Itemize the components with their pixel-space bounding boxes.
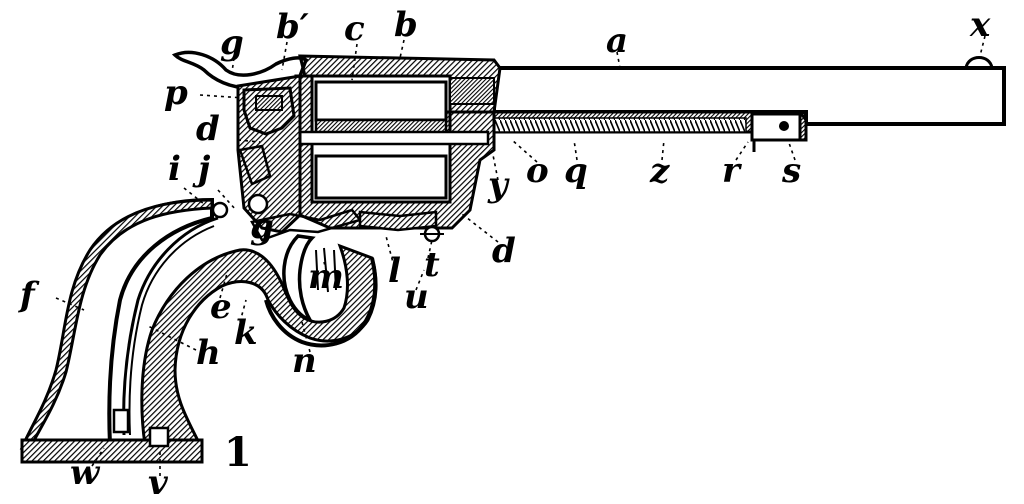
label-d-lower: d bbox=[492, 231, 516, 271]
label-n-trigger: n bbox=[292, 341, 317, 381]
cylinder-chamber-upper bbox=[314, 80, 448, 122]
hammer-spur bbox=[171, 50, 309, 90]
label-m-trigger-spring: m bbox=[308, 257, 344, 297]
part-labels: a b b′ c d d e f g g h i j k l m n o p q… bbox=[18, 5, 991, 503]
label-t: t bbox=[424, 245, 440, 285]
spring-screw bbox=[112, 408, 130, 434]
trigger bbox=[282, 234, 316, 324]
leader-lines bbox=[55, 35, 986, 476]
label-h-mainspring: h bbox=[196, 333, 221, 373]
label-g-upper: g bbox=[220, 23, 244, 63]
label-y: y bbox=[487, 165, 510, 205]
label-g-lower: g bbox=[250, 207, 274, 247]
label-i: i bbox=[168, 149, 181, 189]
label-c-cylinder: c bbox=[344, 9, 365, 49]
butt-screw bbox=[148, 426, 170, 448]
label-w: w bbox=[70, 453, 101, 493]
label-b-prime-hammer-nose: b′ bbox=[276, 7, 309, 47]
label-l: l bbox=[388, 251, 401, 291]
trigger-guard bbox=[264, 257, 378, 348]
label-a-barrel: a bbox=[606, 21, 628, 61]
hand-pivot bbox=[211, 201, 229, 219]
grip-front-frame bbox=[140, 243, 378, 447]
label-u: u bbox=[404, 277, 429, 317]
label-q: q bbox=[564, 151, 588, 191]
cylinder-axis-pin bbox=[270, 130, 490, 146]
label-d-upper: d bbox=[196, 109, 220, 149]
label-r: r bbox=[722, 151, 742, 191]
label-e: e bbox=[210, 287, 232, 327]
bolt-spring bbox=[358, 210, 438, 232]
label-z: z bbox=[649, 151, 670, 191]
label-j: j bbox=[192, 149, 211, 189]
ejector-stud bbox=[779, 121, 789, 131]
cylinder-chamber-lower bbox=[314, 154, 448, 200]
label-s: s bbox=[781, 151, 801, 191]
firing-pin bbox=[255, 95, 283, 111]
barrel-breech-block bbox=[449, 77, 495, 105]
hammer-body bbox=[242, 86, 296, 136]
label-f-grip: f bbox=[18, 275, 40, 315]
mainspring-inner bbox=[128, 225, 215, 436]
ejector-spring bbox=[483, 117, 747, 133]
label-v: v bbox=[148, 463, 169, 499]
hammer-pivot bbox=[247, 193, 269, 215]
mainspring bbox=[122, 216, 219, 436]
label-b-frame: b bbox=[394, 5, 418, 45]
label-x-front-sight: x bbox=[969, 5, 991, 45]
butt-plate bbox=[20, 438, 204, 464]
label-p: p bbox=[164, 73, 188, 113]
figure-number: 1 bbox=[224, 429, 252, 476]
front-sight bbox=[964, 56, 994, 70]
label-k: k bbox=[234, 313, 258, 353]
recoil-shield bbox=[236, 74, 302, 234]
label-o: o bbox=[526, 151, 549, 191]
ejector-head bbox=[750, 112, 802, 142]
hammer-link bbox=[238, 144, 272, 186]
